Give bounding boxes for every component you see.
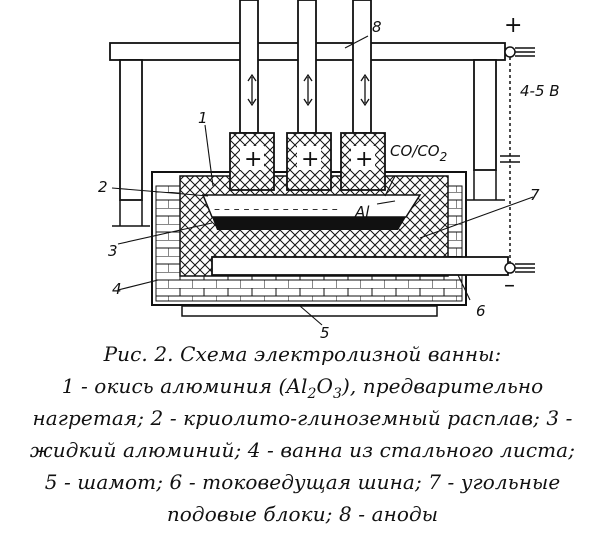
liquid-aluminium (212, 217, 406, 230)
label-6: 6 (476, 302, 486, 320)
label-2: 2 (98, 178, 108, 196)
leader-lines (111, 35, 534, 326)
caption-title: Рис. 2. Схема электролизной ванны: (103, 342, 502, 366)
label-voltage: 4-5 В (520, 82, 560, 100)
caption-line-2: нагретая; 2 - криолито-глиноземный распл… (32, 406, 573, 430)
movement-arrow-icon (247, 73, 370, 107)
anode-plus-1: + (244, 147, 262, 172)
top-busbar (109, 42, 506, 227)
caption-line-4: 5 - шамот; 6 - токоведущая шина; 7 - уго… (44, 470, 561, 494)
caption-line-5: подовые блоки; 8 - аноды (166, 502, 439, 526)
anode-plus-2: + (301, 147, 319, 172)
bottom-plate (181, 305, 438, 317)
label-4: 4 (112, 280, 122, 298)
label-7: 7 (530, 186, 540, 204)
label-8: 8 (372, 18, 382, 36)
plus-sign: + (504, 13, 522, 38)
terminals (500, 46, 535, 274)
anode-rods (239, 0, 372, 134)
minus-sign: – (504, 273, 515, 298)
label-3: 3 (108, 242, 118, 260)
label-1: 1 (198, 109, 208, 127)
anode-blocks: + + + (229, 132, 386, 191)
caption-line-1: 1 - окись алюминия (Al2O3), предваритель… (61, 374, 544, 402)
caption-line-3: жидкий алюминий; 4 - ванна из стального … (29, 438, 576, 462)
label-metal: Al (354, 203, 370, 221)
electrolysis-cell-diagram: – – – – – – – – – – – – – + + + (98, 0, 560, 340)
figure-caption: Рис. 2. Схема электролизной ванны: 1 - о… (0, 338, 605, 530)
current-lead-busbar (211, 256, 509, 276)
electrolyte-dashes: – – – – – – – – – – – – – (214, 202, 338, 216)
anode-plus-3: + (355, 147, 373, 172)
label-gas: CO/CO2 (390, 142, 447, 164)
label-5: 5 (320, 324, 330, 340)
